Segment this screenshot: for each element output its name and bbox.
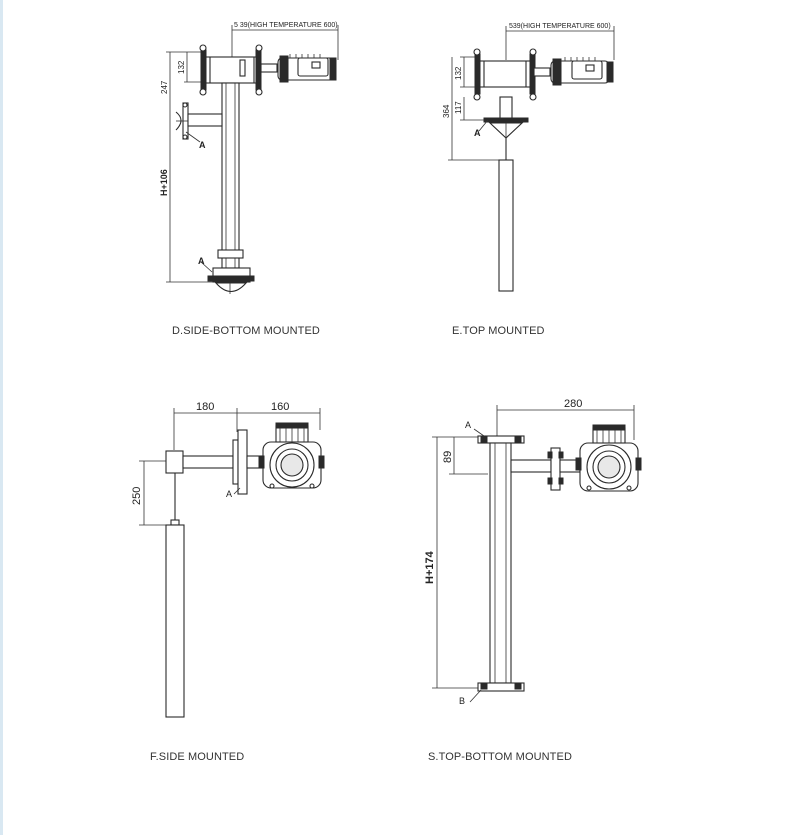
dim-h-plus-174: H+174 (424, 550, 436, 584)
dim-132: 132 (177, 60, 186, 74)
dim-h-plus-106: H+106 (159, 169, 169, 196)
diagram-top-mounted: 539(HIGH TEMPERATURE 600) 132 117 364 (442, 23, 615, 337)
label-b-bottom: B (459, 696, 465, 706)
dim-180: 180 (196, 401, 214, 413)
label-a-bottom: A (198, 256, 205, 266)
dim-160: 160 (271, 401, 289, 413)
dim-247: 247 (160, 80, 169, 94)
dim-117: 117 (454, 101, 463, 114)
diagram-top-bottom-mounted: 280 89 H+174 A B (424, 398, 642, 763)
caption-top-bottom-mounted: S.TOP-BOTTOM MOUNTED (428, 751, 572, 763)
dim-89: 89 (442, 451, 454, 463)
caption-side-bottom-mounted: D.SIDE-BOTTOM MOUNTED (172, 325, 320, 337)
dim-280: 280 (564, 398, 582, 410)
dim-132-e: 132 (454, 66, 463, 80)
page-left-edge (0, 0, 3, 835)
label-a-side: A (199, 140, 206, 150)
label-a-top: A (474, 128, 481, 138)
dim-width-539: 5 39(HIGH TEMPERATURE 600) (234, 22, 338, 29)
caption-top-mounted: E.TOP MOUNTED (452, 325, 545, 337)
diagram-side-bottom-mounted: 5 39(HIGH TEMPERATURE 600) 132 247 H+106 (159, 22, 339, 337)
caption-side-mounted: F.SIDE MOUNTED (150, 751, 244, 763)
dim-250: 250 (131, 487, 143, 505)
label-a-top-s: A (465, 420, 471, 430)
dim-width-539-e: 539(HIGH TEMPERATURE 600) (509, 23, 611, 30)
dim-364: 364 (442, 104, 451, 118)
label-a-side-f: A (226, 489, 232, 499)
diagram-side-mounted: 180 160 250 A F.SI (131, 401, 325, 763)
